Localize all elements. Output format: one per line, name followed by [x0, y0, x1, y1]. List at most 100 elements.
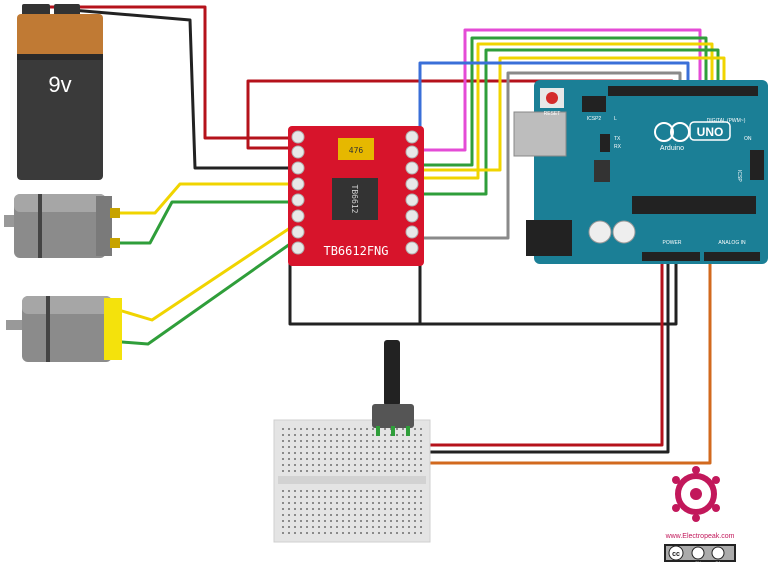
breadboard-hole: [282, 532, 284, 534]
breadboard-hole: [420, 446, 422, 448]
breadboard-hole: [366, 508, 368, 510]
signal-wire-green-a: [418, 36, 708, 167]
breadboard-hole: [324, 440, 326, 442]
breadboard-hole: [336, 452, 338, 454]
website-url: www.Electropeak.com: [665, 533, 735, 540]
signal-wire-gray: [418, 71, 682, 240]
breadboard-hole: [390, 452, 392, 454]
breadboard-hole: [420, 520, 422, 522]
breadboard-hole: [318, 458, 320, 460]
breadboard-hole: [330, 496, 332, 498]
breadboard-hole: [372, 502, 374, 504]
breadboard-hole: [396, 452, 398, 454]
breadboard-hole: [300, 470, 302, 472]
breadboard-hole: [318, 514, 320, 516]
breadboard-hole: [342, 514, 344, 516]
breadboard-hole: [384, 434, 386, 436]
breadboard-hole: [294, 464, 296, 466]
breadboard-hole: [288, 514, 290, 516]
breadboard-hole: [288, 446, 290, 448]
breadboard-hole: [312, 470, 314, 472]
breadboard-hole: [366, 434, 368, 436]
breadboard-hole: [324, 464, 326, 466]
breadboard-hole: [360, 470, 362, 472]
breadboard-hole: [384, 526, 386, 528]
breadboard-hole: [288, 526, 290, 528]
battery-label: 9v: [48, 72, 71, 97]
breadboard-hole: [384, 532, 386, 534]
breadboard-hole: [354, 526, 356, 528]
breadboard-hole: [300, 428, 302, 430]
breadboard-hole: [366, 464, 368, 466]
breadboard-hole: [378, 502, 380, 504]
breadboard-hole: [312, 440, 314, 442]
motor-1: [4, 194, 120, 258]
signal-wire-green-b: [418, 48, 720, 196]
on-label: ON: [744, 136, 752, 142]
breadboard-hole: [372, 526, 374, 528]
breadboard-hole: [414, 490, 416, 492]
analog-header: [704, 252, 760, 261]
breadboard-hole: [384, 508, 386, 510]
breadboard-hole: [348, 458, 350, 460]
breadboard-hole: [354, 464, 356, 466]
breadboard-hole: [306, 464, 308, 466]
breadboard-hole: [336, 446, 338, 448]
breadboard-hole: [402, 514, 404, 516]
breadboard-hole: [354, 514, 356, 516]
breadboard-hole: [306, 434, 308, 436]
breadboard-hole: [348, 502, 350, 504]
gnd-wire: [288, 256, 678, 326]
breadboard-hole: [402, 434, 404, 436]
breadboard-hole: [420, 440, 422, 442]
breadboard-hole: [378, 446, 380, 448]
breadboard-hole: [348, 464, 350, 466]
breadboard-hole: [378, 458, 380, 460]
breadboard-hole: [342, 428, 344, 430]
breadboard-hole: [402, 496, 404, 498]
breadboard-hole: [354, 440, 356, 442]
breadboard-hole: [300, 502, 302, 504]
breadboard-hole: [318, 490, 320, 492]
breadboard-hole: [312, 428, 314, 430]
breadboard-hole: [414, 470, 416, 472]
breadboard-hole: [372, 514, 374, 516]
breadboard-hole: [420, 458, 422, 460]
breadboard-hole: [402, 458, 404, 460]
breadboard-hole: [342, 502, 344, 504]
motor2-green-wire: [120, 242, 292, 346]
usb-port: [513, 111, 567, 157]
digital-header: [608, 86, 758, 96]
pot-red-wire: [402, 256, 664, 447]
breadboard-hole: [378, 470, 380, 472]
breadboard-hole: [396, 514, 398, 516]
breadboard-hole: [336, 440, 338, 442]
breadboard-hole: [336, 526, 338, 528]
breadboard-hole: [378, 520, 380, 522]
breadboard-hole: [408, 526, 410, 528]
breadboard-hole: [384, 458, 386, 460]
breadboard-hole: [342, 490, 344, 492]
breadboard-hole: [408, 532, 410, 534]
breadboard-hole: [384, 464, 386, 466]
breadboard-hole: [408, 440, 410, 442]
breadboard-hole: [372, 428, 374, 430]
breadboard-hole: [330, 490, 332, 492]
breadboard-hole: [360, 434, 362, 436]
breadboard-hole: [312, 490, 314, 492]
breadboard-hole: [324, 490, 326, 492]
breadboard-hole: [378, 440, 380, 442]
breadboard-hole: [300, 440, 302, 442]
breadboard-hole: [390, 514, 392, 516]
breadboard-hole: [282, 514, 284, 516]
breadboard-hole: [318, 496, 320, 498]
breadboard-hole: [312, 446, 314, 448]
breadboard-hole: [336, 502, 338, 504]
breadboard-hole: [378, 490, 380, 492]
breadboard-hole: [414, 520, 416, 522]
pot-black-wire: [402, 256, 670, 454]
breadboard-hole: [372, 490, 374, 492]
breadboard-hole: [396, 490, 398, 492]
breadboard-hole: [306, 508, 308, 510]
breadboard-hole: [420, 526, 422, 528]
